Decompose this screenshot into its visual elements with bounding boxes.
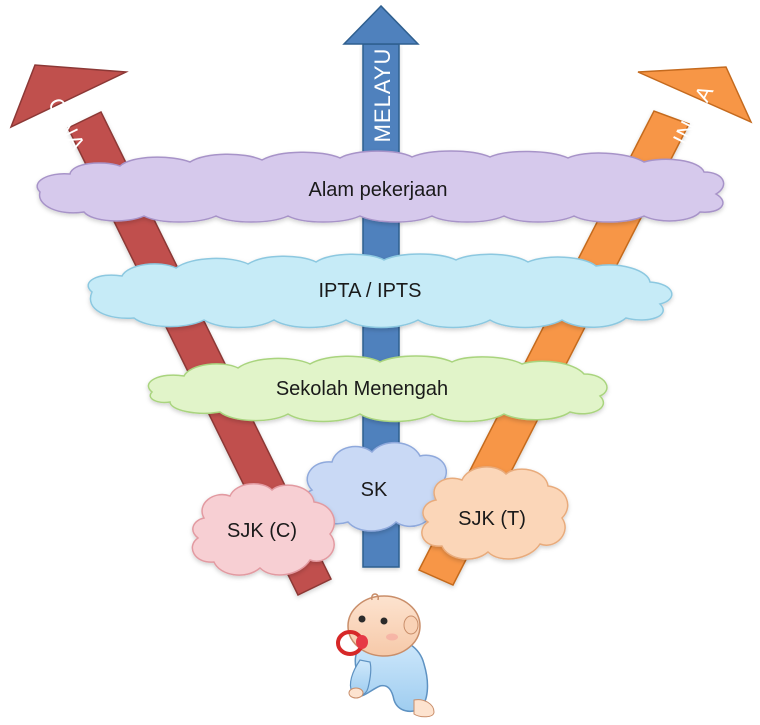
baby-hand — [348, 687, 364, 699]
cloud-sk: SK — [304, 441, 452, 532]
baby-illustration — [336, 593, 435, 718]
cloud-sjk-t-label: SJK (T) — [458, 508, 526, 530]
baby-ear — [403, 615, 419, 635]
cloud-sk-label: SK — [361, 479, 388, 501]
cloud-sekolah-menengah: Sekolah Menengah — [147, 355, 608, 423]
arrow-cina-shape — [66, 110, 333, 597]
arrow-melayu-label: MELAYU — [370, 48, 395, 143]
cloud-sekolah-menengah-label: Sekolah Menengah — [276, 378, 448, 400]
arrow-india-label: INDIA — [668, 81, 719, 149]
arrow-india-head — [637, 66, 753, 124]
baby-eye-left — [358, 615, 366, 623]
cloud-sjk-c: SJK (C) — [191, 483, 335, 576]
pacifier-icon — [336, 630, 368, 656]
cloud-sjk-t: SJK (T) — [421, 466, 569, 560]
cloud-ipta-ipts-shape — [87, 253, 673, 329]
cloud-sjk-c-shape — [191, 483, 335, 576]
cloud-ipta-ipts-label: IPTA / IPTS — [319, 280, 422, 302]
baby-foot — [413, 699, 435, 718]
baby-eye-right — [380, 617, 388, 625]
cloud-alam-pekerjaan: Alam pekerjaan — [36, 150, 725, 223]
cloud-alam-pekerjaan-label: Alam pekerjaan — [309, 179, 448, 201]
cloud-sekolah-menengah-shape — [147, 355, 608, 423]
arrow-cina-head — [9, 64, 129, 129]
arrow-melayu-head — [342, 4, 420, 45]
cloud-alam-pekerjaan-shape — [36, 150, 725, 223]
baby-hair — [371, 593, 379, 601]
baby-cheek — [386, 633, 398, 641]
cloud-ipta-ipts: IPTA / IPTS — [87, 253, 673, 329]
cloud-sjk-c-label: SJK (C) — [227, 520, 297, 542]
cloud-sjk-t-shape — [421, 466, 569, 560]
